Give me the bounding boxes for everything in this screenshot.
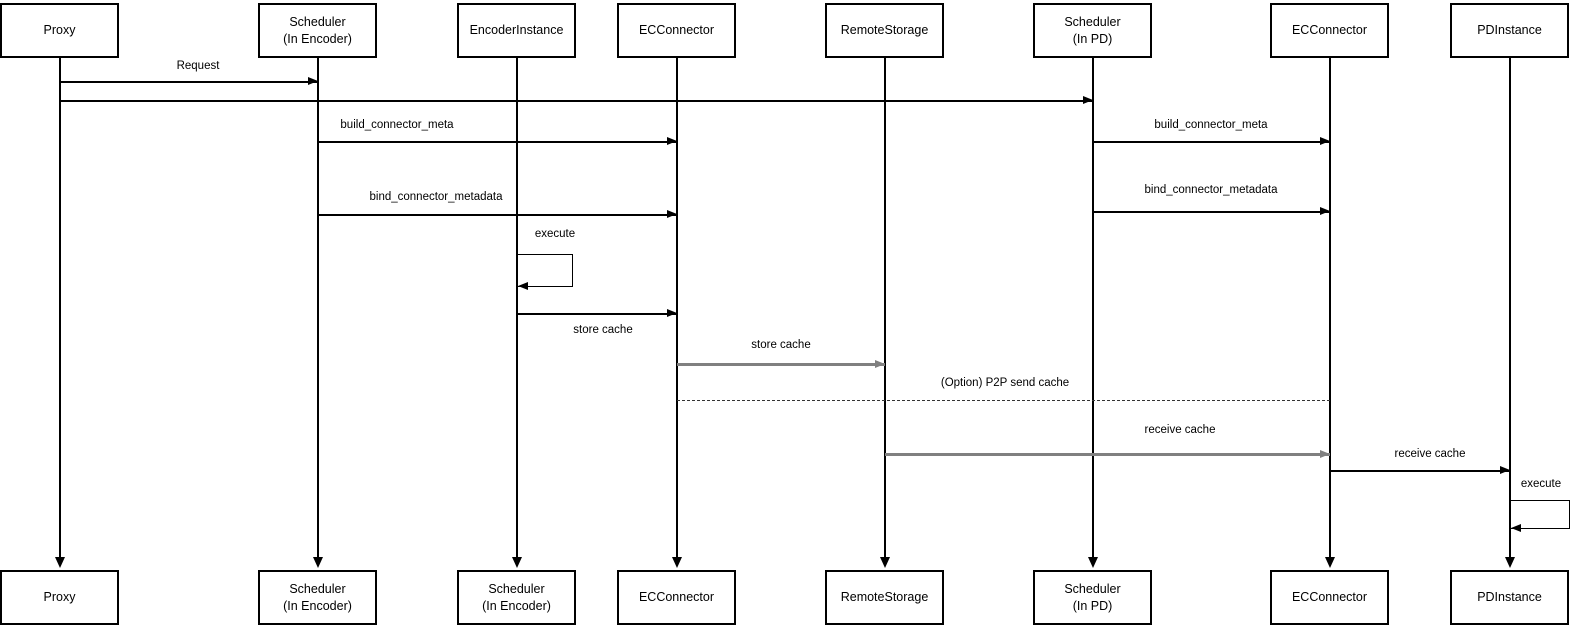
lifeline-ec-connector-2 xyxy=(1329,58,1331,557)
lifeline-scheduler-pd xyxy=(1092,58,1094,557)
message-arrow-store-cache-encoder-to-ec xyxy=(517,313,677,315)
message-arrow-bind-connector-metadata-encoder xyxy=(318,214,677,216)
arrowhead-right xyxy=(667,309,677,317)
participant-top-scheduler-encoder: Scheduler (In Encoder) xyxy=(258,3,377,58)
participant-top-ec-connector-1: ECConnector xyxy=(617,3,736,58)
participant-bottom-scheduler-encoder: Scheduler (In Encoder) xyxy=(258,570,377,625)
participant-bottom-ec-connector-2: ECConnector xyxy=(1270,570,1389,625)
participant-bottom-encoder-instance: Scheduler (In Encoder) xyxy=(457,570,576,625)
participant-bottom-scheduler-pd: Scheduler (In PD) xyxy=(1033,570,1152,625)
participant-top-scheduler-pd: Scheduler (In PD) xyxy=(1033,3,1152,58)
lifeline-encoder-instance xyxy=(516,58,518,557)
participant-top-ec-connector-2: ECConnector xyxy=(1270,3,1389,58)
lifeline-end-arrowhead xyxy=(1505,557,1515,568)
message-label-receive-cache-remote-to-ec: receive cache xyxy=(1144,424,1216,436)
lifeline-remote-storage xyxy=(884,58,886,557)
lifeline-pd-instance xyxy=(1509,58,1511,557)
message-arrow-store-cache-ec-to-remote xyxy=(677,363,885,366)
message-arrow-proxy-to-scheduler-pd xyxy=(60,100,1093,102)
message-label-store-cache-encoder-to-ec: store cache xyxy=(573,324,633,336)
self-loop-execute-encoder xyxy=(517,254,573,287)
participant-bottom-remote-storage: RemoteStorage xyxy=(825,570,944,625)
message-label-request: Request xyxy=(176,60,220,72)
message-label-receive-cache-ec-to-pd: receive cache xyxy=(1394,448,1466,460)
lifeline-end-arrowhead xyxy=(512,557,522,568)
message-label-execute-encoder: execute xyxy=(534,228,576,240)
lifeline-end-arrowhead xyxy=(313,557,323,568)
lifeline-end-arrowhead xyxy=(672,557,682,568)
message-label-build-connector-meta-pd: build_connector_meta xyxy=(1154,119,1268,131)
participant-top-pd-instance: PDInstance xyxy=(1450,3,1569,58)
arrowhead-right xyxy=(1320,450,1330,458)
message-label-bind-connector-metadata-encoder: bind_connector_metadata xyxy=(369,191,503,203)
lifeline-end-arrowhead xyxy=(1325,557,1335,568)
participant-top-remote-storage: RemoteStorage xyxy=(825,3,944,58)
participant-top-encoder-instance: EncoderInstance xyxy=(457,3,576,58)
message-label-build-connector-meta-encoder: build_connector_meta xyxy=(340,119,454,131)
message-arrow-request xyxy=(60,81,318,83)
lifeline-end-arrowhead xyxy=(55,557,65,568)
participant-top-proxy: Proxy xyxy=(0,3,119,58)
message-label-execute-pd: execute xyxy=(1520,478,1562,490)
lifeline-end-arrowhead xyxy=(880,557,890,568)
lifeline-end-arrowhead xyxy=(1088,557,1098,568)
arrowhead-right xyxy=(875,360,885,368)
lifeline-proxy xyxy=(59,58,61,557)
arrowhead-right xyxy=(1320,137,1330,145)
lifeline-scheduler-encoder xyxy=(317,58,319,557)
message-arrow-bind-connector-metadata-pd xyxy=(1093,211,1330,213)
message-label-bind-connector-metadata-pd: bind_connector_metadata xyxy=(1144,184,1278,196)
arrowhead-left xyxy=(518,282,528,290)
message-label-p2p-send-cache: (Option) P2P send cache xyxy=(940,377,1070,389)
arrowhead-right xyxy=(667,210,677,218)
message-line-p2p-send-cache xyxy=(677,400,1330,401)
message-arrow-receive-cache-remote-to-ec xyxy=(885,453,1330,456)
arrowhead-right xyxy=(308,77,318,85)
arrowhead-left xyxy=(1511,524,1521,532)
arrowhead-right xyxy=(1320,207,1330,215)
arrowhead-right xyxy=(667,137,677,145)
message-label-store-cache-ec-to-remote: store cache xyxy=(751,339,811,351)
participant-bottom-proxy: Proxy xyxy=(0,570,119,625)
message-arrow-build-connector-meta-encoder xyxy=(318,141,677,143)
message-arrow-build-connector-meta-pd xyxy=(1093,141,1330,143)
lifeline-ec-connector-1 xyxy=(676,58,678,557)
self-loop-execute-pd xyxy=(1510,500,1570,529)
arrowhead-right xyxy=(1500,466,1510,474)
message-arrow-receive-cache-ec-to-pd xyxy=(1330,470,1510,472)
participant-bottom-ec-connector-1: ECConnector xyxy=(617,570,736,625)
arrowhead-right xyxy=(1083,96,1093,104)
participant-bottom-pd-instance: PDInstance xyxy=(1450,570,1569,625)
